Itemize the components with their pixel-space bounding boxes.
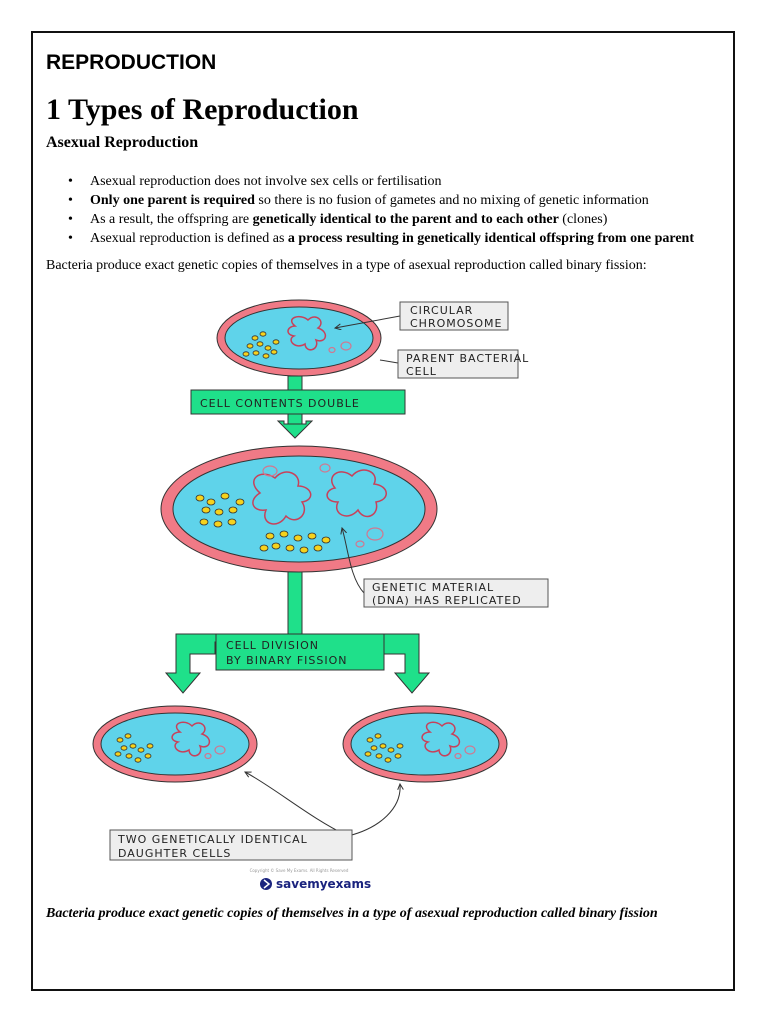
svg-text:TWO GENETICALLY IDENTICAL: TWO GENETICALLY IDENTICAL — [117, 833, 308, 846]
daughter-cell-right — [343, 706, 507, 782]
svg-text:PARENT BACTERIAL: PARENT BACTERIAL — [406, 352, 529, 365]
cell-division-banner: CELL DIVISION BY BINARY FISSION — [216, 634, 384, 670]
savemyexams-logo: savemyexams — [260, 877, 371, 891]
svg-text:CELL: CELL — [406, 365, 437, 378]
cell-contents-double-banner: CELL CONTENTS DOUBLE — [191, 390, 405, 414]
svg-text:BY BINARY FISSION: BY BINARY FISSION — [226, 654, 348, 667]
bullet-item: Asexual reproduction does not involve se… — [46, 172, 736, 191]
parent-bacterial-cell-label: PARENT BACTERIAL CELL — [380, 350, 529, 378]
svg-text:DAUGHTER CELLS: DAUGHTER CELLS — [118, 847, 231, 860]
svg-text:GENETIC MATERIAL: GENETIC MATERIAL — [372, 581, 494, 594]
daughter-cells-label: TWO GENETICALLY IDENTICAL DAUGHTER CELLS — [110, 772, 400, 860]
bullet-item: As a result, the offspring are genetical… — [46, 210, 736, 229]
svg-text:savemyexams: savemyexams — [276, 877, 371, 891]
bullet-item: Asexual reproduction is defined as a pro… — [46, 229, 736, 248]
section-title: REPRODUCTION — [46, 51, 216, 75]
svg-text:(DNA) HAS REPLICATED: (DNA) HAS REPLICATED — [372, 594, 522, 607]
brand-watermark: Copyright © Save My Exams. All Rights Re… — [250, 868, 372, 891]
svg-text:CHROMOSOME: CHROMOSOME — [410, 317, 502, 330]
parent-bacterial-cell — [217, 300, 381, 376]
page-title: 1 Types of Reproduction — [46, 93, 359, 127]
figure-caption: Bacteria produce exact genetic copies of… — [46, 906, 658, 922]
binary-fission-diagram: CELL CONTENTS DOUBLE CIRCULAR CHROMOSOME… — [80, 288, 560, 894]
svg-text:CELL CONTENTS DOUBLE: CELL CONTENTS DOUBLE — [200, 397, 360, 410]
intro-paragraph: Bacteria produce exact genetic copies of… — [46, 258, 647, 274]
replicated-bacterial-cell — [161, 446, 437, 572]
daughter-cell-left — [93, 706, 257, 782]
bullet-item: Only one parent is required so there is … — [46, 191, 736, 210]
svg-text:CIRCULAR: CIRCULAR — [410, 304, 473, 317]
svg-text:Copyright © Save My Exams. All: Copyright © Save My Exams. All Rights Re… — [250, 868, 349, 873]
subheading: Asexual Reproduction — [46, 134, 198, 152]
svg-text:CELL DIVISION: CELL DIVISION — [226, 639, 319, 652]
bullet-list: Asexual reproduction does not involve se… — [46, 172, 736, 248]
